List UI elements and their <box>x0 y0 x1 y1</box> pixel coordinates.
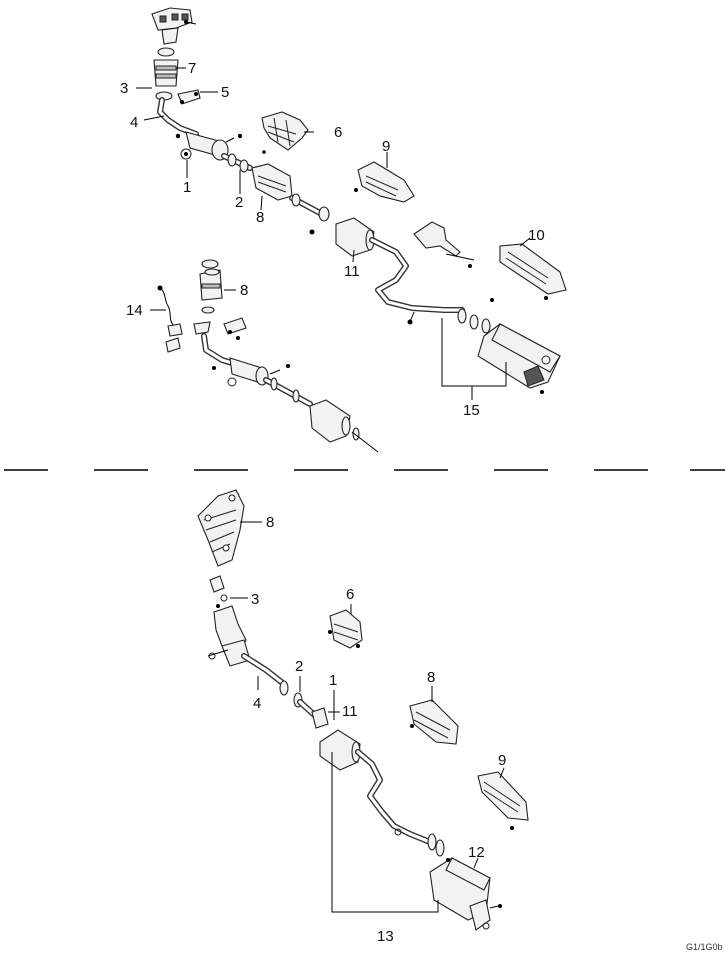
oxygen-sensor <box>157 285 183 353</box>
heat-shield-9 <box>354 161 415 203</box>
bottom-exhaust-assembly <box>197 489 529 931</box>
callout-top-11: 11 <box>344 263 360 280</box>
callout-top-8b: 8 <box>240 282 248 299</box>
center-muffler-bottom <box>319 729 361 771</box>
heat-shield-9-bottom <box>477 771 529 830</box>
bracket-hanger <box>413 221 475 268</box>
front-pipe <box>175 131 243 161</box>
manifold-heat-shield <box>197 489 245 567</box>
catalytic-converter <box>251 163 293 201</box>
rear-muffler <box>477 323 561 394</box>
callout-top-10: 10 <box>528 227 545 244</box>
callout-bottom-1: 1 <box>329 672 337 689</box>
front-pipe-bottom <box>207 605 251 667</box>
callout-top-6: 6 <box>334 124 342 141</box>
callout-bottom-9: 9 <box>498 752 506 769</box>
callout-labels-top: 7 3 5 4 6 1 2 8 9 10 11 15 14 8 <box>120 60 545 419</box>
alt-assembly-with-sensor <box>150 259 379 453</box>
callout-top-3: 3 <box>120 80 128 97</box>
callout-bottom-2: 2 <box>295 658 303 675</box>
figure-code: G1/1G0b <box>686 942 723 952</box>
callout-bottom-13: 13 <box>377 928 394 945</box>
callout-top-4: 4 <box>130 114 138 131</box>
callout-top-7: 7 <box>188 60 196 77</box>
callout-top-15: 15 <box>463 402 480 419</box>
callout-top-9: 9 <box>382 138 390 155</box>
callout-top-14: 14 <box>126 302 143 319</box>
callout-bottom-12: 12 <box>468 844 485 861</box>
callout-labels-bottom: 8 3 6 2 1 11 4 8 9 12 13 <box>251 514 506 945</box>
rear-muffler-bottom <box>429 857 502 931</box>
callout-bottom-11: 11 <box>342 703 358 720</box>
callout-bottom-8: 8 <box>266 514 274 531</box>
callout-bottom-6: 6 <box>346 586 354 603</box>
top-exhaust-assembly <box>136 7 567 400</box>
exhaust-manifold <box>151 7 197 45</box>
callout-bottom-8b: 8 <box>427 669 435 686</box>
heat-shield-6-bottom <box>328 609 363 649</box>
converter-alt <box>199 259 223 314</box>
heat-shield-6 <box>261 111 314 154</box>
callout-bottom-4: 4 <box>253 695 261 712</box>
callout-top-8: 8 <box>256 209 264 226</box>
callout-bottom-3: 3 <box>251 591 259 608</box>
heat-shield-10 <box>499 243 567 300</box>
center-muffler <box>335 217 375 257</box>
hanger-bracket <box>177 89 201 105</box>
flex-joint <box>153 47 179 101</box>
callout-top-5: 5 <box>221 84 229 101</box>
callout-top-1: 1 <box>183 179 191 196</box>
heat-shield-8-bottom <box>409 699 459 745</box>
callout-top-2: 2 <box>235 194 243 211</box>
